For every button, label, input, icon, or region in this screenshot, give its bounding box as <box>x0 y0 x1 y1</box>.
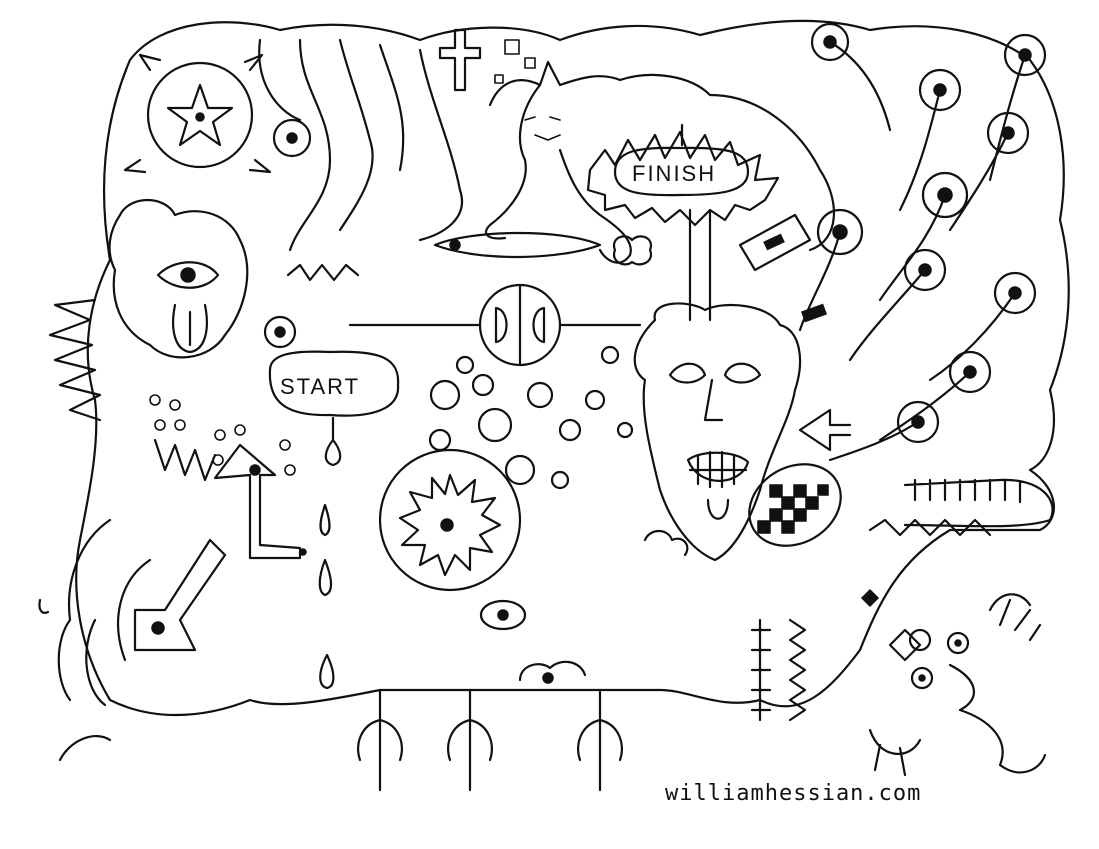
left-dots <box>149 394 296 476</box>
down-arrow <box>133 538 227 652</box>
flame-leaves <box>38 518 152 762</box>
bubble-cluster <box>428 345 634 490</box>
black-bar <box>763 233 785 251</box>
platform-dot <box>449 239 461 251</box>
cat-platform <box>433 231 602 259</box>
monster-eye-pupil <box>180 267 196 283</box>
arrow-dot <box>249 464 261 476</box>
mask-eyes <box>668 362 762 384</box>
split-circle-right-d <box>532 306 546 344</box>
small-square <box>504 39 520 55</box>
left-spikes <box>48 298 102 422</box>
star-gear-teeth <box>123 53 272 174</box>
mask-nose <box>703 378 724 422</box>
star-icon <box>166 83 234 147</box>
tooth-column <box>788 618 807 722</box>
small-square <box>494 74 504 84</box>
cloud-eye-outline <box>479 599 527 631</box>
small-eye-pupil <box>286 132 298 144</box>
spike-row <box>153 438 217 482</box>
start-label: START <box>280 374 360 399</box>
squiggle-tentacle <box>948 663 1047 774</box>
tribal-mask <box>633 302 802 562</box>
maze-path-upper-left <box>258 38 463 252</box>
checkered-oval <box>748 463 842 547</box>
star-center-dot <box>195 112 205 122</box>
finish-stem <box>680 123 712 322</box>
sun-eye-dot <box>440 518 454 532</box>
diamond-eyes <box>860 588 970 690</box>
left-arrow <box>798 408 852 452</box>
up-arrow <box>213 443 302 560</box>
small-eye-pupil <box>274 326 286 338</box>
maze-outer-wall <box>75 19 1070 717</box>
water-drops <box>318 503 335 690</box>
cloud-dot <box>542 672 554 684</box>
mask-grin <box>686 450 750 489</box>
finish-bubble <box>613 146 750 197</box>
finish-starburst <box>586 130 780 227</box>
small-eye-ring <box>263 315 297 349</box>
small-eye-ring <box>272 118 312 158</box>
checkered-pattern <box>757 484 829 534</box>
split-circle-left-d <box>494 306 508 344</box>
cloud-eye-pupil <box>497 609 509 621</box>
sun-outer-ring <box>378 448 522 592</box>
slot-shape <box>738 213 812 272</box>
monster-tongue <box>172 303 208 354</box>
cloud-puffs <box>518 529 689 682</box>
stitched-worm <box>903 478 1054 528</box>
hook-hand <box>868 728 922 777</box>
zigzag-teeth <box>286 263 360 282</box>
cross-symbol <box>438 28 482 92</box>
sun-rays <box>398 473 502 577</box>
arrow-dot <box>299 548 307 556</box>
black-bar <box>800 303 828 323</box>
start-drip <box>324 416 342 467</box>
stitch-column <box>750 618 772 722</box>
mask-tongue <box>706 498 730 520</box>
small-square <box>524 57 536 69</box>
tridents <box>357 688 623 792</box>
star-gear-ring <box>146 61 254 169</box>
arrow-dot <box>151 621 165 635</box>
claw-hand <box>988 593 1042 642</box>
start-bubble <box>268 350 400 417</box>
website-credit: williamhessian.com <box>665 781 921 806</box>
monster-eye-outline <box>156 261 220 289</box>
wavy-jaw <box>868 518 992 537</box>
eye-tentacles <box>798 22 1047 462</box>
finish-label: FINISH <box>632 161 716 186</box>
cloud-puff <box>612 235 653 266</box>
tongue-monster-body <box>108 199 249 359</box>
cat-face <box>524 116 561 141</box>
